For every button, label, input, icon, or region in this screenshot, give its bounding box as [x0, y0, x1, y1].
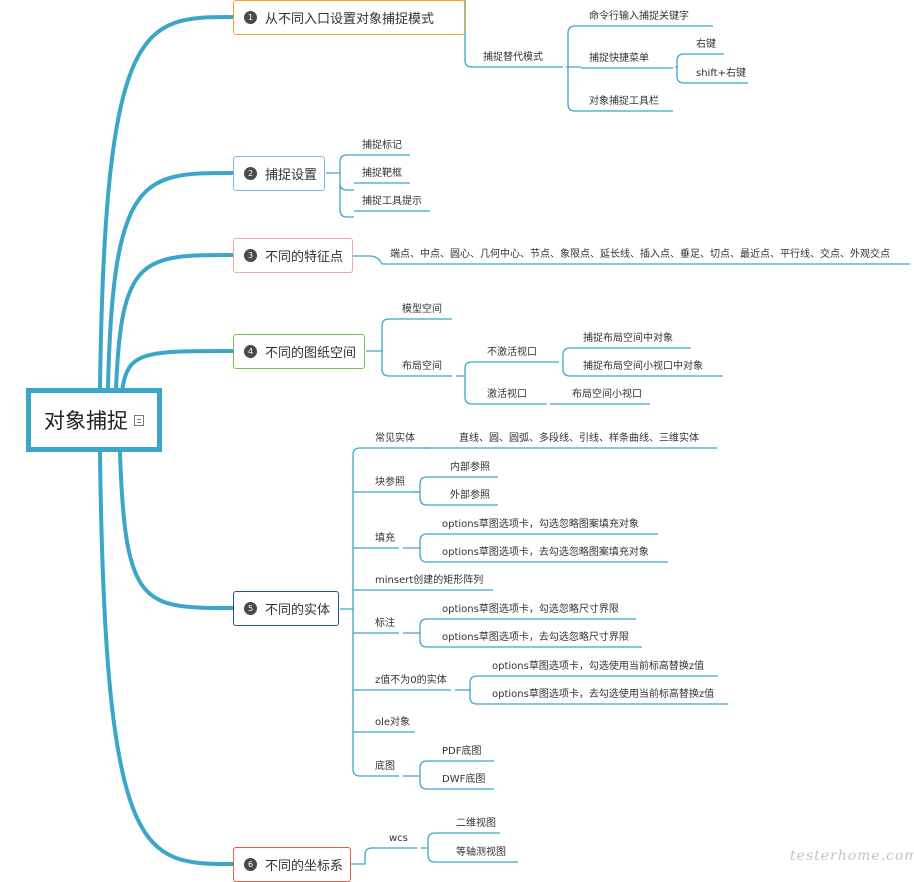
node-t6-a1[interactable]: 二维视图 — [456, 818, 496, 829]
node-t5-b1[interactable]: 内部参照 — [450, 462, 490, 473]
topic-number-badge: 4 — [244, 345, 257, 358]
node-t1-a3[interactable]: 对象捕捉工具栏 — [589, 96, 659, 107]
topic-label: 从不同入口设置对象捕捉模式 — [265, 12, 435, 27]
node-t5-h[interactable]: 底图 — [375, 761, 395, 772]
topic-2[interactable]: 2 捕捉设置 — [233, 156, 325, 191]
node-t5-c1[interactable]: options草图选项卡，勾选忽略图案填充对象 — [442, 519, 639, 530]
topic-number-badge: 6 — [244, 858, 257, 871]
connector-4 — [353, 255, 383, 265]
node-t5-e1[interactable]: options草图选项卡，勾选忽略尺寸界限 — [442, 604, 619, 615]
connector-12 — [403, 533, 434, 563]
node-t5-c2[interactable]: options草图选项卡，去勾选忽略图案填充对象 — [442, 547, 649, 558]
node-t1-a2b[interactable]: shift+右键 — [696, 68, 746, 79]
connector-0 — [464, 0, 475, 68]
watermark: testerhome.com — [790, 848, 914, 864]
node-t4-b[interactable]: 布局空间 — [402, 361, 442, 372]
node-t4-b2a[interactable]: 布局空间小视口 — [572, 389, 642, 400]
node-t4-b1[interactable]: 不激活视口 — [487, 347, 537, 358]
node-t5-e[interactable]: 标注 — [375, 618, 395, 629]
topic-number-badge: 5 — [244, 602, 257, 615]
topic-label: 不同的图纸空间 — [265, 346, 357, 361]
branch-curve-3 — [114, 253, 235, 392]
node-t5-h2[interactable]: DWF底图 — [442, 774, 486, 785]
node-t1-a[interactable]: 捕捉替代模式 — [483, 52, 543, 63]
connector-2 — [675, 53, 688, 84]
branch-curve-2 — [106, 171, 235, 390]
connector-17 — [421, 832, 448, 863]
branch-curve-5 — [118, 450, 235, 610]
node-t5-a1[interactable]: 直线、圆、圆弧、多段线、引线、样条曲线、三维实体 — [459, 433, 699, 444]
node-t5-f[interactable]: z值不为0的实体 — [375, 675, 447, 686]
node-t3-a[interactable]: 端点、中点、圆心、几何中心、节点、象限点、延长线、插入点、垂足、切点、最近点、平… — [390, 249, 890, 260]
node-t5-d[interactable]: minsert创建的矩形阵列 — [375, 575, 484, 586]
node-t4-b2[interactable]: 激活视口 — [487, 389, 527, 400]
node-t6-a[interactable]: wcs — [389, 833, 408, 844]
node-t5-g[interactable]: ole对象 — [375, 717, 411, 728]
branch-curve-4 — [120, 349, 235, 394]
node-t4-b1b[interactable]: 捕捉布局空间小视口中对象 — [583, 361, 703, 372]
node-t2-a[interactable]: 捕捉标记 — [362, 140, 402, 151]
node-t4-b1a[interactable]: 捕捉布局空间中对象 — [583, 333, 673, 344]
connector-13 — [403, 618, 434, 648]
node-t4-a[interactable]: 模型空间 — [402, 304, 442, 315]
node-t5-b[interactable]: 块参照 — [375, 477, 405, 488]
node-t2-b[interactable]: 捕捉靶框 — [362, 168, 402, 179]
node-t1-a2[interactable]: 捕捉快捷菜单 — [589, 53, 649, 64]
topic-5[interactable]: 5 不同的实体 — [233, 591, 339, 626]
branch-curve-6 — [98, 450, 235, 866]
connector-14 — [455, 675, 484, 705]
branch-curve-1 — [98, 15, 235, 390]
topic-6[interactable]: 6 不同的坐标系 — [233, 847, 351, 882]
topic-number-badge: 3 — [244, 249, 257, 262]
connector-1 — [566, 25, 581, 112]
topic-4[interactable]: 4 不同的图纸空间 — [233, 334, 365, 369]
connector-16 — [351, 847, 381, 865]
connector-9 — [340, 447, 367, 777]
node-t6-a2[interactable]: 等轴测视图 — [456, 847, 506, 858]
topic-label: 不同的坐标系 — [265, 859, 344, 874]
node-t5-e2[interactable]: options草图选项卡，去勾选忽略尺寸界限 — [442, 632, 629, 643]
topic-label: 不同的特征点 — [265, 250, 344, 265]
note-icon[interactable] — [134, 414, 144, 426]
connector-5 — [366, 318, 394, 377]
connector-6 — [456, 361, 479, 405]
node-t5-c[interactable]: 填充 — [375, 533, 395, 544]
node-t1-a2a[interactable]: 右键 — [696, 39, 716, 50]
node-t5-a[interactable]: 常见实体 — [375, 433, 415, 444]
connector-15 — [403, 760, 434, 790]
node-t1-a1[interactable]: 命令行输入捕捉关键字 — [589, 11, 689, 22]
node-t5-b2[interactable]: 外部参照 — [450, 490, 490, 501]
connector-3 — [326, 154, 354, 218]
connector-11 — [413, 476, 442, 506]
topic-label: 捕捉设置 — [265, 168, 318, 183]
topic-label: 不同的实体 — [265, 603, 331, 618]
root-topic-label: 对象捕捉 — [44, 409, 128, 433]
topic-3[interactable]: 3 不同的特征点 — [233, 238, 353, 273]
connector-7 — [562, 347, 575, 377]
topic-1[interactable]: 1 从不同入口设置对象捕捉模式 — [233, 0, 465, 35]
root-topic[interactable]: 对象捕捉 — [26, 388, 162, 452]
node-t2-c[interactable]: 捕捉工具提示 — [362, 196, 422, 207]
topic-number-badge: 2 — [244, 167, 257, 180]
topic-number-badge: 1 — [244, 11, 257, 24]
node-t5-h1[interactable]: PDF底图 — [442, 746, 482, 757]
node-t5-f2[interactable]: options草图选项卡，去勾选使用当前标高替换z值 — [492, 689, 715, 700]
node-t5-f1[interactable]: options草图选项卡，勾选使用当前标高替换z值 — [492, 661, 705, 672]
